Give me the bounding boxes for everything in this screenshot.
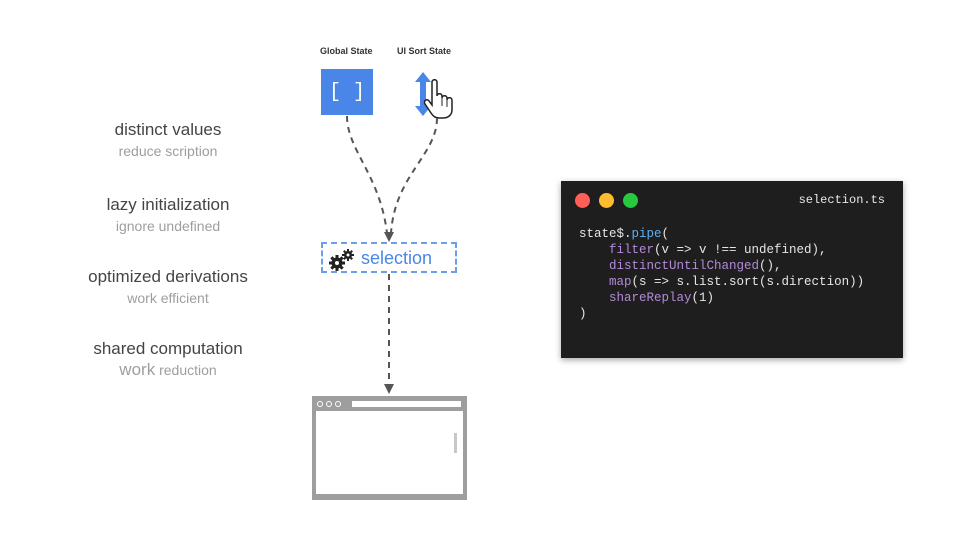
feature-subtitle: work efficient xyxy=(127,290,209,306)
ui-sort-state-icon-group xyxy=(415,72,453,119)
global-state-value: [ ] xyxy=(328,80,365,104)
code-block: state$.pipe( filter(v => v !== undefined… xyxy=(579,226,864,322)
arrow-ui-to-selection xyxy=(390,117,438,234)
feature-subtitle: reduce scription xyxy=(118,143,218,159)
up-down-arrow-icon xyxy=(415,72,431,116)
code-filename: selection.ts xyxy=(798,193,885,207)
feature-title: lazy initialization xyxy=(106,195,230,214)
feature-subtitle-big: work xyxy=(119,360,156,379)
browser-window-icon xyxy=(312,396,467,500)
browser-address-bar xyxy=(352,401,461,407)
feature-subtitle: ignore undefined xyxy=(115,218,221,234)
selection-label: selection xyxy=(361,248,433,268)
minimize-dot xyxy=(599,193,614,208)
feature-title: shared computation xyxy=(93,339,243,358)
code-token: (s => s.list.sort(s.direction)) xyxy=(631,275,865,289)
feature-subtitle: work reduction xyxy=(60,361,276,379)
code-token: ) xyxy=(579,307,587,321)
arrow-global-to-selection xyxy=(346,115,388,234)
feature-title: optimized derivations xyxy=(88,267,248,286)
browser-content xyxy=(316,411,463,494)
feature-optimized-derivations: optimized derivations work efficient xyxy=(60,267,276,307)
hand-pointer-icon xyxy=(423,79,453,119)
feature-lazy-initialization: lazy initialization ignore undefined xyxy=(60,195,276,235)
code-token: (v => v !== undefined), xyxy=(654,243,827,257)
code-token: distinctUntilChanged xyxy=(609,259,760,273)
feature-shared-computation: shared computation work reduction xyxy=(60,339,276,379)
code-token: pipe xyxy=(631,227,662,241)
code-token: filter xyxy=(609,243,655,257)
feature-title: distinct values xyxy=(114,120,222,139)
close-dot xyxy=(575,193,590,208)
ui-sort-state-label: UI Sort State xyxy=(397,46,452,56)
browser-dot xyxy=(317,401,323,407)
global-state-box: [ ] xyxy=(321,69,373,115)
code-token: map xyxy=(609,275,632,289)
code-token: (), xyxy=(759,259,782,273)
browser-dot xyxy=(335,401,341,407)
code-token: shareReplay xyxy=(609,291,692,305)
selection-node: selection xyxy=(321,242,457,273)
code-token: state$. xyxy=(579,227,632,241)
maximize-dot xyxy=(623,193,638,208)
code-token: ( xyxy=(661,227,670,241)
feature-distinct-values: distinct values reduce scription xyxy=(60,120,276,160)
arrowhead-view xyxy=(384,384,394,394)
gears-icon xyxy=(329,249,354,271)
global-state-label: Global State xyxy=(320,46,373,56)
browser-scrollbar xyxy=(454,433,457,453)
arrowhead-selection xyxy=(384,232,394,242)
feature-subtitle-rest: reduction xyxy=(155,362,217,378)
code-panel: selection.ts state$.pipe( filter(v => v … xyxy=(561,181,903,358)
code-token: (1) xyxy=(691,291,715,305)
browser-dot xyxy=(326,401,332,407)
